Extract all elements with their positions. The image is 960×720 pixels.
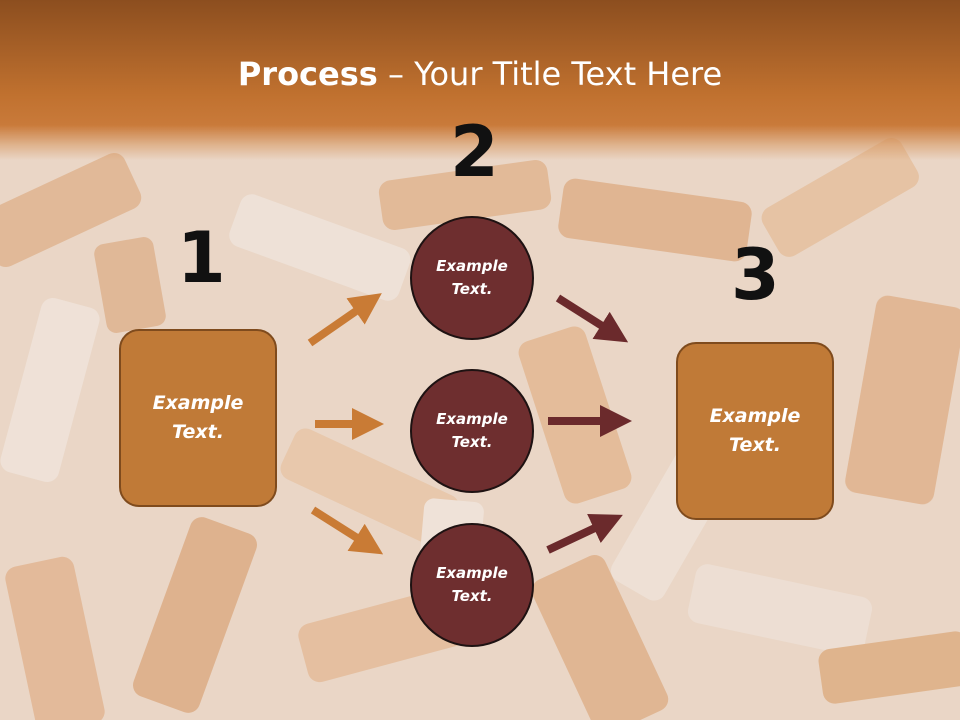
arrow-top-to-right [555,294,629,343]
circle-bottom: Example Text. [410,523,534,647]
slide-title: Process – Your Title Text Here [0,52,960,96]
header-band [0,0,960,160]
right-text-box: Example Text. [676,342,834,520]
title-rest: – Your Title Text Here [377,55,723,93]
circle-top: Example Text. [410,216,534,340]
right-box-label: Example Text. [709,405,801,456]
step-number-3: 3 [731,234,780,316]
circle-top-label: Example Text. [436,257,508,298]
circle-middle: Example Text. [410,369,534,493]
arrow-bottom-to-right [546,514,623,554]
arrow-left-to-bottom [310,506,384,555]
arrow-left-to-top [307,293,382,347]
left-box-label: Example Text. [152,392,244,443]
step-number-2: 2 [450,111,499,193]
circle-middle-label: Example Text. [436,410,508,451]
step-number-1: 1 [177,217,226,299]
circle-bottom-label: Example Text. [436,564,508,605]
title-bold: Process [237,55,378,93]
left-text-box: Example Text. [119,329,277,507]
